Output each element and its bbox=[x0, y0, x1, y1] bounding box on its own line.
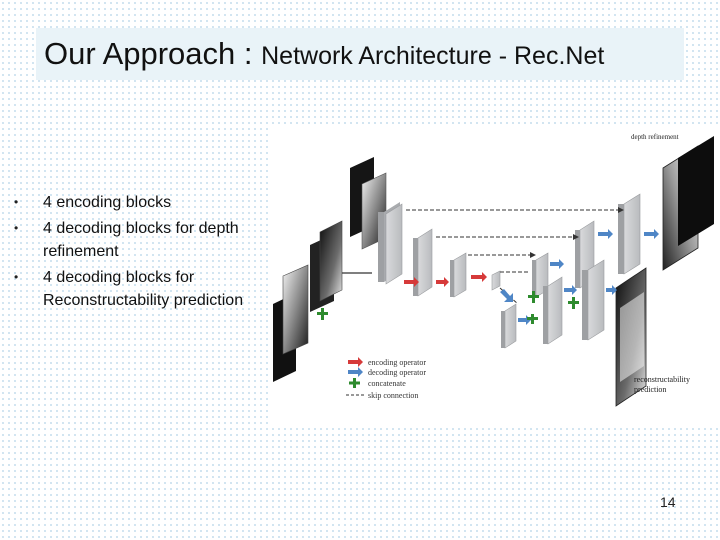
reconstructability-label-line1: reconstructability bbox=[634, 375, 690, 384]
decoder-block bbox=[582, 259, 605, 341]
depth-refinement-label: depth refinement bbox=[631, 133, 679, 141]
bullet-text: 4 decoding blocks for depth refinement bbox=[43, 220, 239, 260]
bullet-text: 4 encoding blocks bbox=[43, 194, 172, 211]
encoding-arrow bbox=[404, 277, 419, 287]
reconstructability-output-map bbox=[615, 267, 647, 407]
slide-title-sub: Network Architecture - Rec.Net bbox=[261, 42, 605, 70]
decoding-arrow bbox=[500, 289, 513, 302]
legend-concatenate-icon bbox=[349, 378, 360, 388]
figure-legend: encoding operator decoding operator conc… bbox=[346, 357, 426, 400]
slide-title: Our Approach : Network Architecture - Re… bbox=[44, 36, 604, 72]
reconstructability-label-line2: prediction bbox=[634, 385, 666, 394]
legend-encoding-label: encoding operator bbox=[368, 358, 426, 367]
concatenate-icon bbox=[528, 291, 539, 303]
legend-decoding-arrow-icon bbox=[348, 367, 363, 377]
depth-output-map bbox=[662, 136, 714, 271]
decoding-arrow bbox=[564, 285, 577, 295]
bullet-item: • 4 encoding blocks bbox=[14, 191, 276, 214]
input-depth-map-stack bbox=[273, 157, 387, 382]
bullet-text: 4 decoding blocks for Reconstructability… bbox=[43, 269, 244, 309]
bullet-dot-icon: • bbox=[14, 270, 19, 284]
encoding-operator-arrows bbox=[404, 272, 487, 287]
decoder-block bbox=[618, 193, 641, 275]
decoding-arrow bbox=[606, 285, 617, 295]
decoding-arrow bbox=[598, 229, 613, 239]
concatenate-marks bbox=[317, 291, 579, 324]
legend-encoding-arrow-icon bbox=[348, 357, 363, 367]
skip-arrowheads bbox=[530, 207, 624, 258]
decoding-arrow bbox=[550, 259, 564, 269]
bullet-dot-icon: • bbox=[14, 221, 19, 235]
legend-skip-label: skip connection bbox=[368, 391, 418, 400]
decoding-operator-arrows bbox=[500, 229, 659, 325]
legend-decoding-label: decoding operator bbox=[368, 368, 426, 377]
legend-concatenate-label: concatenate bbox=[368, 379, 406, 388]
decoder-block bbox=[501, 303, 517, 349]
encoder-block bbox=[491, 270, 501, 291]
concatenate-icon bbox=[568, 297, 579, 309]
concatenate-icon bbox=[317, 308, 328, 320]
encoding-arrow bbox=[436, 277, 449, 287]
encoder-block bbox=[384, 202, 403, 285]
network-architecture-figure: depth refinement reconstructability pred… bbox=[268, 128, 718, 428]
reconstructability-decoder-blocks bbox=[501, 259, 647, 407]
bullet-item: • 4 decoding blocks for depth refinement bbox=[14, 217, 276, 263]
title-bar bbox=[36, 28, 684, 80]
encoder-block bbox=[413, 228, 433, 297]
decoder-block bbox=[543, 276, 563, 345]
encoder-block bbox=[378, 212, 384, 282]
slide-title-main: Our Approach : bbox=[44, 36, 262, 71]
encoder-block bbox=[450, 252, 467, 298]
concatenate-icon bbox=[527, 314, 538, 324]
bullet-list: • 4 encoding blocks • 4 decoding blocks fo… bbox=[14, 191, 276, 315]
page-number: 14 bbox=[660, 494, 676, 510]
encoding-arrow bbox=[471, 272, 487, 282]
bullet-dot-icon: • bbox=[14, 195, 19, 209]
decoding-arrow bbox=[644, 229, 659, 239]
bullet-item: • 4 decoding blocks for Reconstructabilit… bbox=[14, 266, 276, 312]
